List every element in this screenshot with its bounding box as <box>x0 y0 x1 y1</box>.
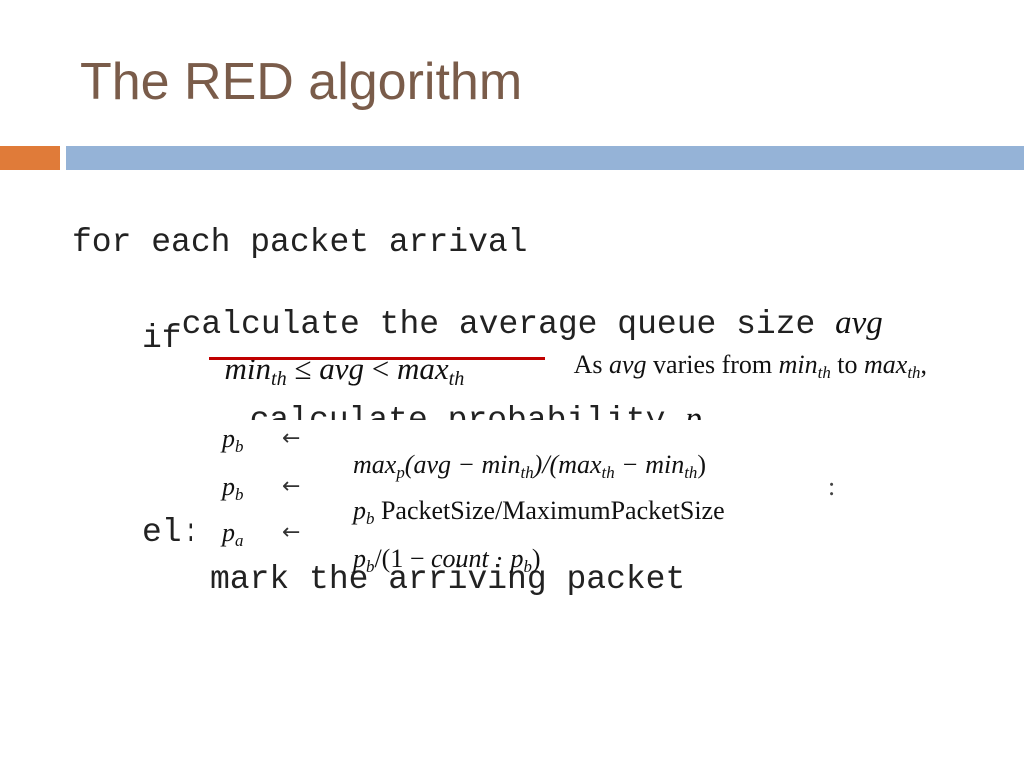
eq2-arrow: ← <box>282 474 301 499</box>
equation-overlay <box>192 420 840 556</box>
eq1-rhs: maxp(avg − minth)/(maxth − minth) <box>353 450 707 483</box>
eq3-rhs: pb/(1 − count · pb) <box>353 544 541 577</box>
code-keyword-else: el: <box>142 514 202 551</box>
eq2-tail-mark: : <box>828 472 836 501</box>
condition-underline <box>209 357 545 360</box>
code-keyword-if: if <box>142 320 182 357</box>
var-avg: avg <box>835 305 883 341</box>
eq1-lhs: pb <box>222 424 244 457</box>
eq3-arrow: ← <box>282 520 301 545</box>
accent-bar-orange <box>0 146 60 170</box>
range-note: As avg varies from minth to maxth, <box>573 350 927 383</box>
eq1-arrow: ← <box>282 426 301 451</box>
slide-title: The RED algorithm <box>80 53 523 111</box>
code-line-mark: mark the arriving packet <box>210 561 686 598</box>
eq3-lhs: pa <box>222 518 244 551</box>
code-text: calculate the average queue size <box>181 306 836 343</box>
code-line-for: for each packet arrival <box>72 224 528 261</box>
eq2-lhs: pb <box>222 472 244 505</box>
code-line-calculate-avg: calculate the average queue size avg <box>142 274 883 343</box>
eq2-rhs: pb PacketSize/MaximumPacketSize <box>353 496 725 529</box>
accent-bar-blue <box>66 146 1024 170</box>
